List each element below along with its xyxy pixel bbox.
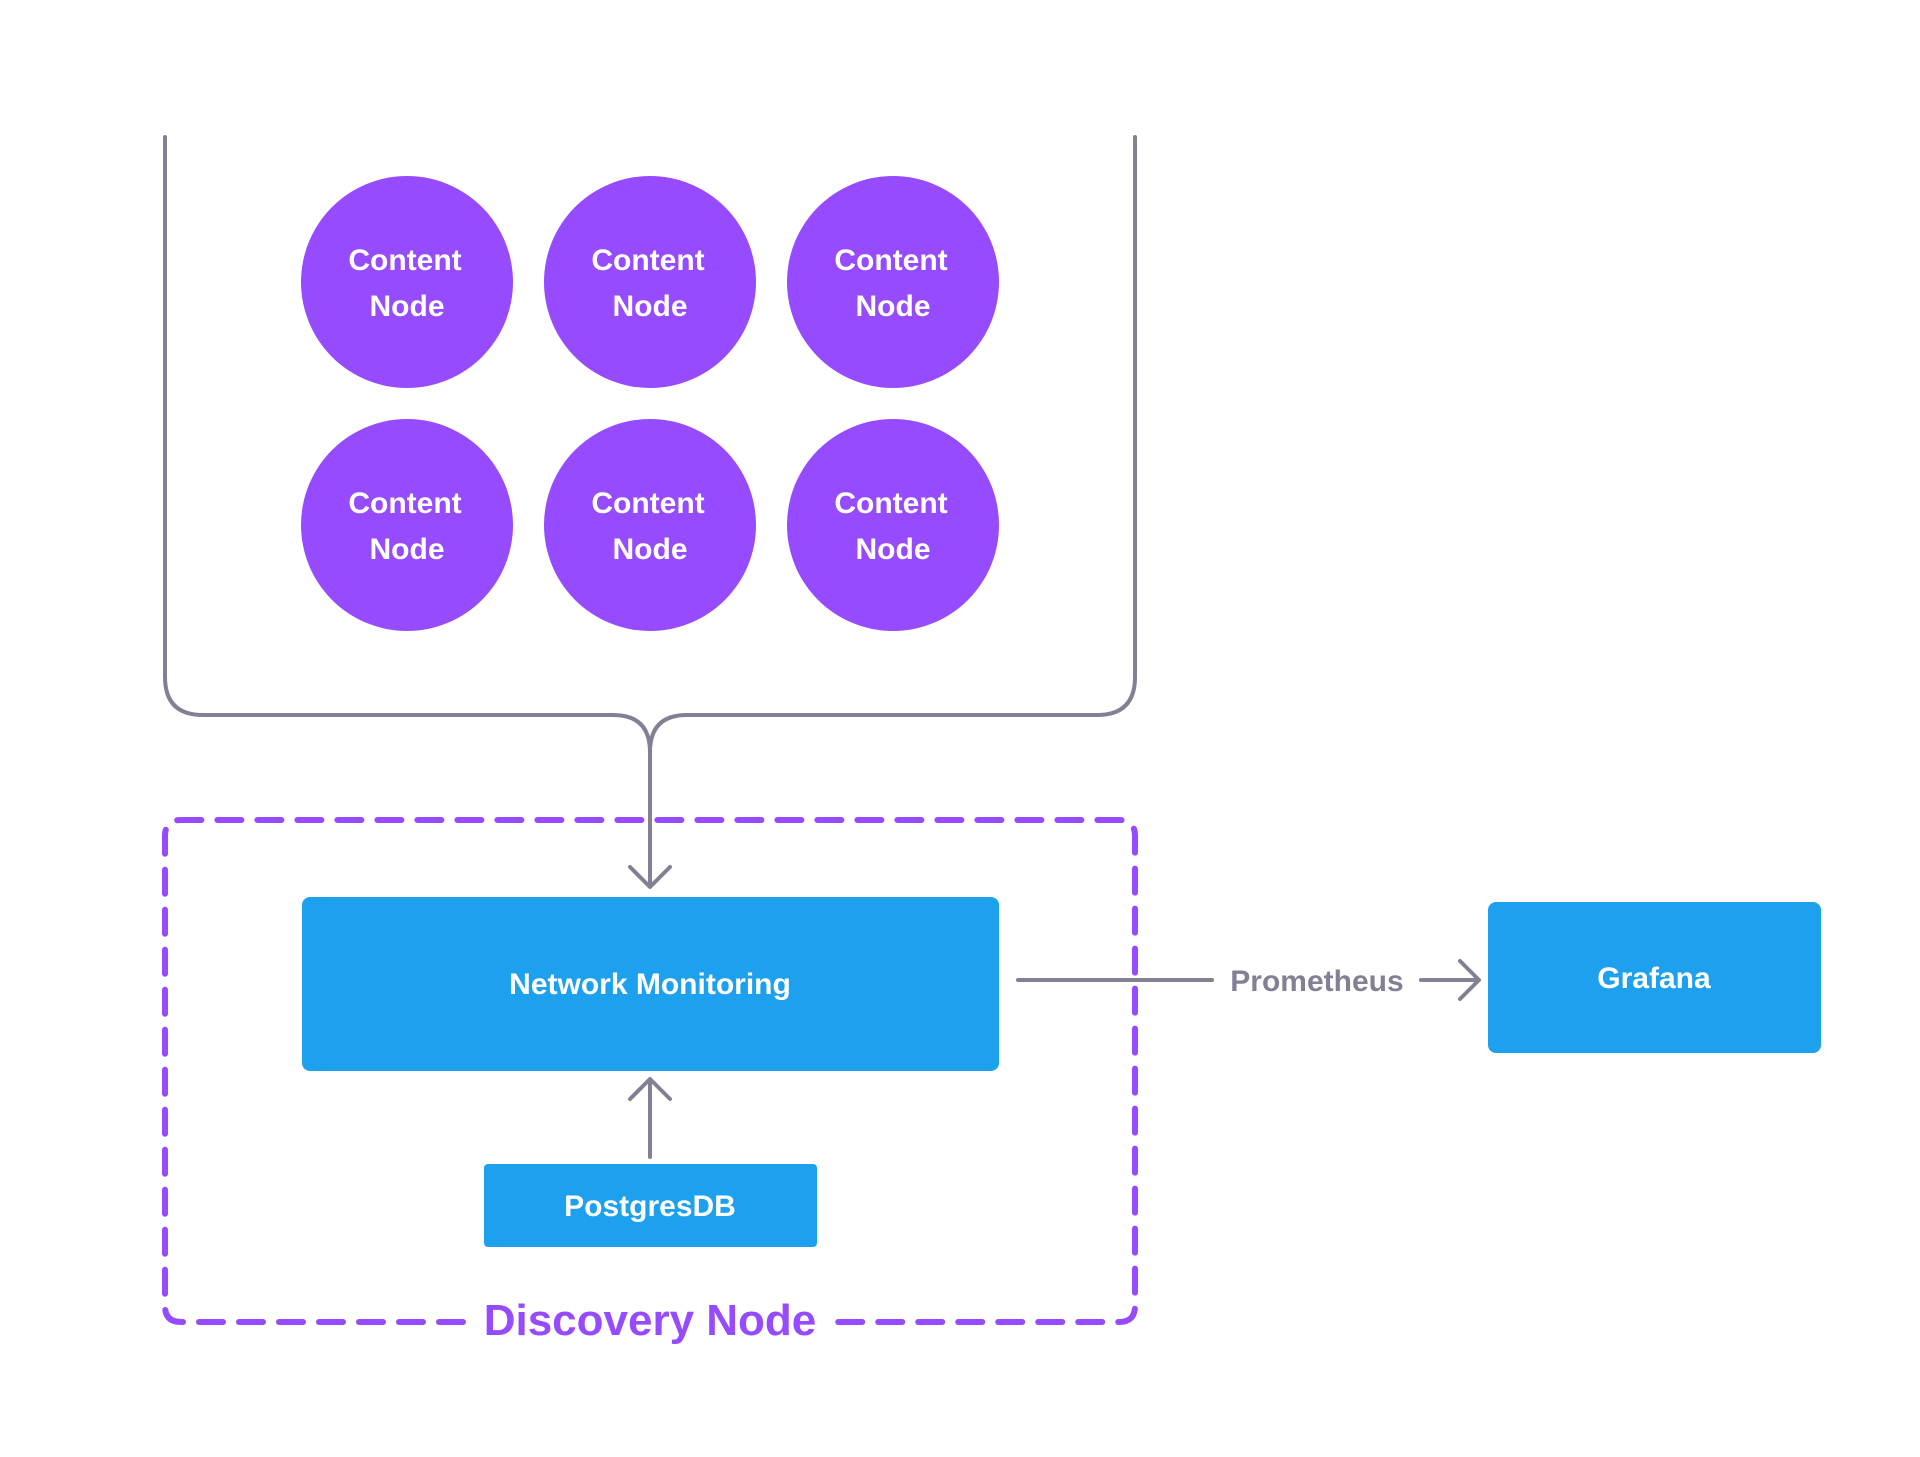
content-nodes-bracket — [163, 135, 1137, 887]
svg-text:PostgresDB: PostgresDB — [564, 1190, 736, 1223]
prometheus-edge-label: Prometheus — [1230, 965, 1403, 998]
svg-text:Node: Node — [856, 533, 931, 566]
discovery-node-label: Discovery Node — [484, 1296, 817, 1345]
svg-text:Content: Content — [834, 244, 947, 277]
content-node: Content Node — [544, 419, 756, 631]
content-node: Content Node — [301, 419, 513, 631]
svg-text:Content: Content — [834, 487, 947, 520]
arrow-postgres-to-monitoring-head — [628, 1077, 672, 1101]
edge-prometheus-to-grafana-head — [1458, 959, 1481, 1001]
discovery-node-border — [162, 817, 1138, 1325]
grafana-box: Grafana — [1488, 902, 1821, 1053]
content-node: Content Node — [301, 176, 513, 388]
svg-text:Node: Node — [856, 290, 931, 323]
content-node: Content Node — [544, 176, 756, 388]
svg-text:Content: Content — [348, 487, 461, 520]
svg-text:Node: Node — [370, 533, 445, 566]
network-monitoring-box: Network Monitoring — [302, 897, 999, 1071]
content-node: Content Node — [787, 176, 999, 388]
svg-text:Node: Node — [370, 290, 445, 323]
svg-text:Network Monitoring: Network Monitoring — [509, 968, 791, 1001]
svg-text:Content: Content — [591, 244, 704, 277]
svg-text:Node: Node — [613, 533, 688, 566]
content-node: Content Node — [787, 419, 999, 631]
svg-text:Content: Content — [591, 487, 704, 520]
svg-text:Grafana: Grafana — [1597, 962, 1711, 995]
svg-text:Content: Content — [348, 244, 461, 277]
arrow-into-network-monitoring — [628, 865, 672, 889]
postgresdb-box: PostgresDB — [484, 1164, 817, 1247]
svg-text:Node: Node — [613, 290, 688, 323]
